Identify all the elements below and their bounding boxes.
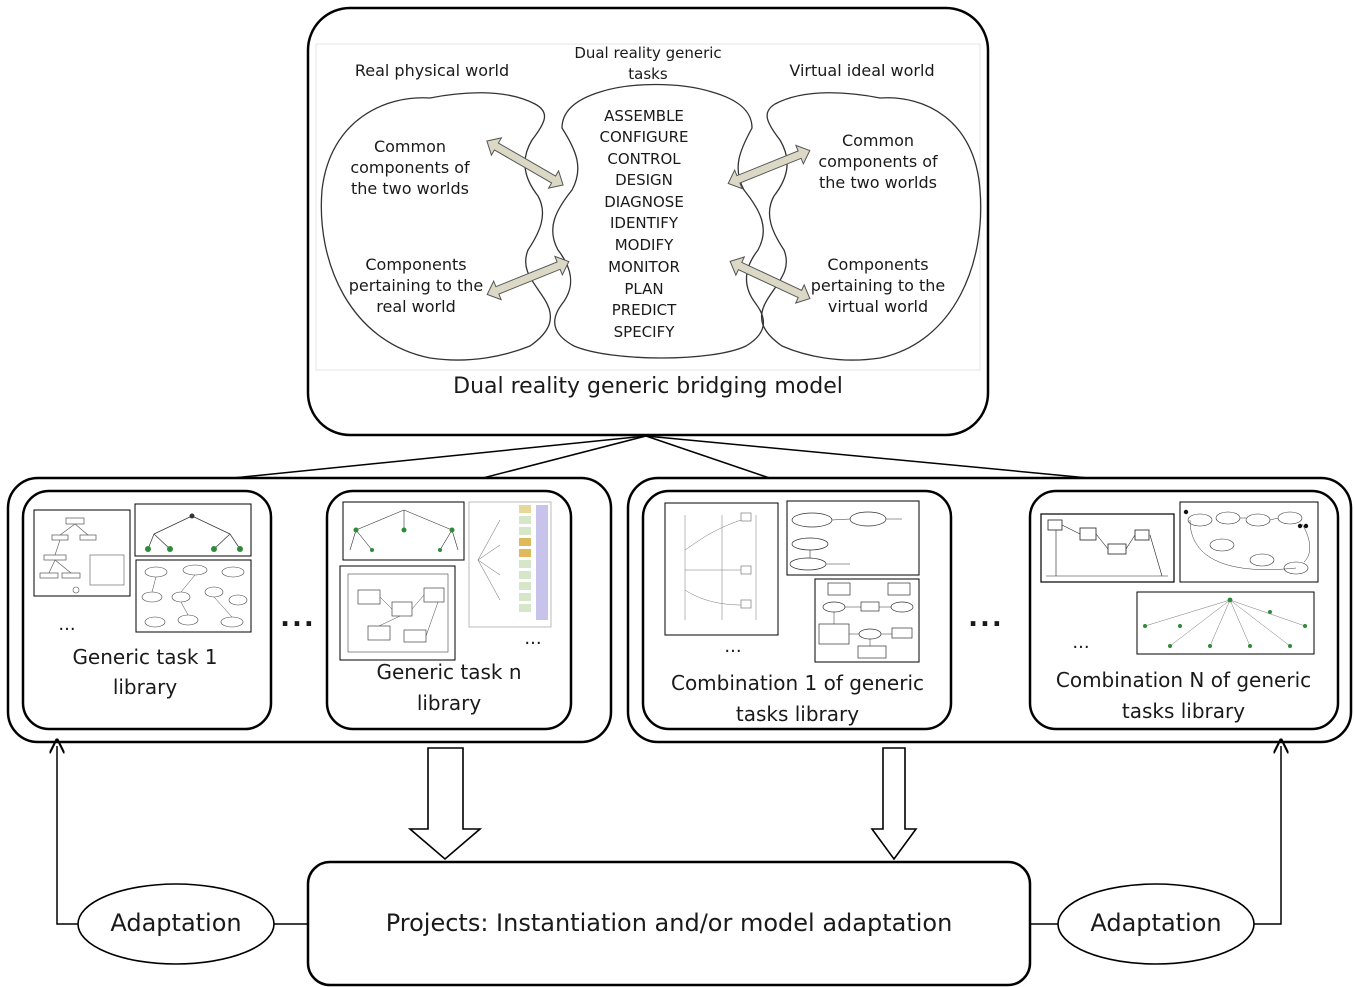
virtual-world-title: Virtual ideal world: [789, 61, 935, 80]
right-specific-line-1: Components: [827, 255, 929, 274]
combination-1-label-line-2: tasks library: [735, 702, 860, 726]
thumbnail-green-tree: [134, 503, 252, 557]
real-world-title: Real physical world: [354, 61, 510, 80]
thumbnail-process-graph: [664, 502, 779, 636]
projects-label: Projects: Instantiation and/or model ada…: [385, 909, 953, 937]
combination-1-label-line-1: Combination 1 of generic: [670, 671, 924, 695]
thumbnail-diagnosis-diagram: [786, 500, 920, 576]
double-arrow-right-top: [727, 144, 811, 190]
task-assemble: ASSEMBLE: [604, 107, 684, 125]
double-arrow-left-bottom: [486, 255, 570, 301]
combination-1-inner-ellipsis: ...: [724, 636, 742, 657]
left-specific-line-1: Components: [365, 255, 467, 274]
left-common-line-3: the two worlds: [351, 179, 469, 198]
double-arrow-right-bottom: [729, 256, 811, 304]
thumbnail-task-tree: [33, 509, 131, 597]
task-diagnose: DIAGNOSE: [604, 193, 684, 211]
right-common-line-3: the two worlds: [819, 173, 937, 192]
right-specific-line-2: pertaining to the: [810, 276, 946, 295]
right-common-line-2: components of: [818, 152, 938, 171]
combination-n-label-line-2: tasks library: [1121, 699, 1246, 723]
thumbnail-colored-table: [468, 501, 552, 628]
real-world-blob: [320, 92, 552, 361]
generic-libraries-between-ellipsis: ...: [280, 603, 316, 633]
left-common-line-2: components of: [350, 158, 470, 177]
task-modify: MODIFY: [614, 236, 674, 254]
task-predict: PREDICT: [611, 301, 677, 319]
task-monitor: MONITOR: [608, 258, 680, 276]
combination-libraries-between-ellipsis: ...: [968, 603, 1004, 633]
down-arrow-combination-to-projects: [870, 747, 918, 861]
task-configure: CONFIGURE: [599, 128, 689, 146]
down-arrow-generic-to-projects: [407, 747, 483, 861]
task-control: CONTROL: [607, 150, 681, 168]
generic-tasks-blob: [552, 83, 765, 359]
double-arrow-left-top: [486, 137, 564, 189]
left-specific-line-3: real world: [376, 297, 456, 316]
task-identify: IDENTIFY: [609, 214, 679, 232]
task-specify: SPECIFY: [613, 323, 675, 341]
tasks-title-line-1: Dual reality generic: [574, 44, 722, 62]
combination-n-inner-ellipsis: ...: [1072, 632, 1090, 653]
generic-task-1-label-line-1: Generic task 1: [72, 645, 218, 669]
task-plan: PLAN: [624, 280, 664, 298]
thumbnail-bubble-diagram: [135, 559, 252, 633]
generic-task-n-label-line-2: library: [416, 691, 482, 715]
generic-task-n-label-line-1: Generic task n: [376, 660, 522, 684]
feedback-connectors: [57, 746, 1281, 925]
bridging-model-caption: Dual reality generic bridging model: [453, 374, 843, 399]
left-specific-line-2: pertaining to the: [348, 276, 484, 295]
generic-task-1-label-line-2: library: [112, 675, 178, 699]
thumbnail-block-schema: [1040, 513, 1175, 583]
virtual-world-blob: [760, 92, 982, 361]
generic-n-inner-ellipsis: ...: [524, 628, 542, 649]
combination-n-label-line-1: Combination N of generic: [1055, 668, 1312, 692]
thumbnail-state-diagram: [1179, 501, 1319, 583]
adaptation-right-label: Adaptation: [1090, 909, 1222, 937]
right-common-line-1: Common: [841, 131, 915, 150]
thumbnail-hierarchy-tree: [1136, 591, 1315, 655]
generic-1-inner-ellipsis: ...: [58, 614, 76, 635]
thumbnail-case-based-diagram: [814, 578, 920, 663]
right-specific-line-3: virtual world: [827, 297, 929, 316]
left-common-line-1: Common: [373, 137, 447, 156]
adaptation-left-label: Adaptation: [110, 909, 242, 937]
tasks-title-line-2: tasks: [628, 65, 668, 83]
thumbnail-flowchart: [339, 565, 456, 661]
task-design: DESIGN: [615, 171, 673, 189]
thumbnail-wide-tree: [342, 501, 465, 561]
